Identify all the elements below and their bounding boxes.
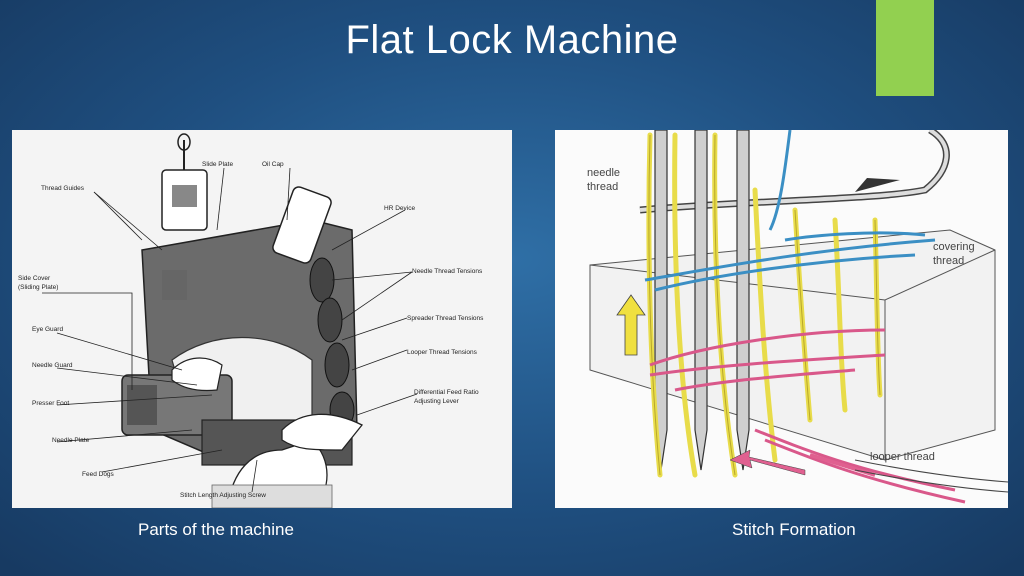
label-needle-thread: thread bbox=[587, 181, 618, 193]
label-presser-foot: Presser Foot bbox=[32, 400, 69, 407]
label-covering: covering bbox=[933, 241, 975, 253]
caption-stitch: Stitch Formation bbox=[732, 520, 856, 539]
stitch-formation-image: needle thread covering thread looper thr… bbox=[555, 130, 1008, 508]
label-hr-device: HR Device bbox=[384, 205, 415, 212]
label-adjusting-lever: Adjusting Lever bbox=[414, 398, 460, 405]
label-stitch-length: Stitch Length Adjusting Screw bbox=[180, 492, 266, 499]
label-feed-dogs: Feed Dogs bbox=[82, 471, 115, 478]
label-covering-thread: thread bbox=[933, 255, 964, 267]
label-oil-cap: Oil Cap bbox=[262, 161, 284, 168]
label-needle-guard: Needle Guard bbox=[32, 362, 73, 369]
accent-bar bbox=[876, 0, 934, 96]
label-eye-guard: Eye Guard bbox=[32, 326, 63, 333]
label-differential-feed: Differential Feed Ratio bbox=[414, 389, 479, 396]
label-needle-thread-tensions: Needle Thread Tensions bbox=[412, 268, 483, 275]
label-sliding-plate: (Sliding Plate) bbox=[18, 284, 58, 291]
label-spreader-thread-tensions: Spreader Thread Tensions bbox=[407, 315, 484, 322]
label-looper-thread-tensions: Looper Thread Tensions bbox=[407, 349, 478, 356]
label-looper-thread: looper thread bbox=[870, 451, 935, 463]
label-thread-guides: Thread Guides bbox=[41, 185, 85, 192]
stitch-diagram: needle thread covering thread looper thr… bbox=[555, 130, 1008, 508]
label-side-cover: Side Cover bbox=[18, 275, 51, 282]
label-needle: needle bbox=[587, 167, 620, 179]
caption-parts: Parts of the machine bbox=[138, 520, 294, 539]
label-needle-plate: Needle Plate bbox=[52, 437, 90, 444]
machine-parts-image: Thread Guides Slide Plate Oil Cap HR Dev… bbox=[12, 130, 512, 508]
label-slide-plate: Slide Plate bbox=[202, 161, 233, 168]
machine-diagram: Thread Guides Slide Plate Oil Cap HR Dev… bbox=[12, 130, 512, 508]
slide-title: Flat Lock Machine bbox=[345, 18, 679, 62]
